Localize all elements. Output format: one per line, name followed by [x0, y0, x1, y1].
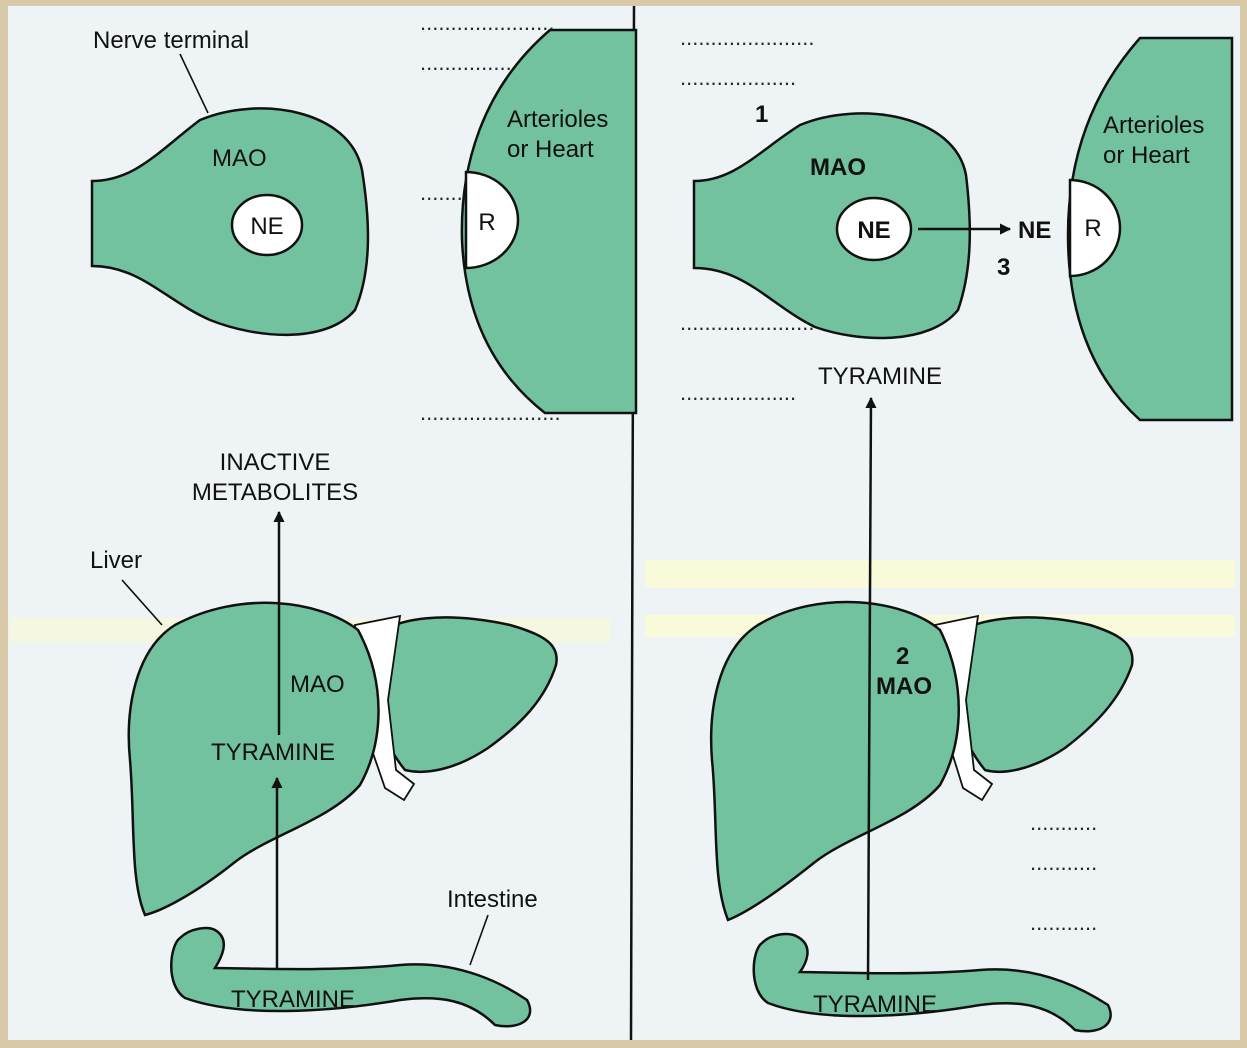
svg-text:......................: ...................... — [420, 10, 554, 35]
inactive-label-line1: INACTIVE — [220, 449, 331, 476]
left-mao-label: MAO — [212, 145, 267, 172]
svg-text:...........: ........... — [1030, 910, 1097, 935]
svg-text:...................: ................... — [680, 65, 796, 90]
right-tyramine-top-label: TYRAMINE — [818, 363, 942, 390]
svg-text:...........: ........... — [1030, 810, 1097, 835]
right-mao-label: MAO — [810, 154, 866, 181]
left-liver-tyramine-label: TYRAMINE — [211, 739, 335, 766]
intestine-label: Intestine — [447, 886, 538, 913]
right-target-label-line1: Arterioles — [1103, 112, 1204, 139]
right-intestine-tyramine-label: TYRAMINE — [813, 991, 937, 1018]
left-ne-label: NE — [250, 213, 283, 240]
left-receptor-label: R — [478, 209, 495, 236]
liver-label: Liver — [90, 547, 142, 574]
svg-text:...................: ................... — [680, 380, 796, 405]
right-target-label-line2: or Heart — [1103, 142, 1190, 169]
svg-text:......................: ...................... — [680, 25, 814, 50]
svg-text:...........: ........... — [1030, 850, 1097, 875]
left-intestine-tyramine-label: TYRAMINE — [231, 986, 355, 1013]
step1-label: 1 — [755, 101, 768, 128]
inactive-label-line2: METABOLITES — [192, 479, 358, 506]
left-target-label-line1: Arterioles — [507, 106, 608, 133]
left-liver-mao-label: MAO — [290, 671, 345, 698]
right-receptor-label: R — [1084, 215, 1101, 242]
released-ne-label: NE — [1018, 217, 1051, 244]
right-ne-label: NE — [857, 217, 890, 244]
nerve-terminal-label: Nerve terminal — [93, 27, 249, 54]
right-liver-mao-label: MAO — [876, 673, 932, 700]
step2-label: 2 — [896, 643, 909, 670]
step3-label: 3 — [997, 254, 1010, 281]
left-target-label-line2: or Heart — [507, 136, 594, 163]
